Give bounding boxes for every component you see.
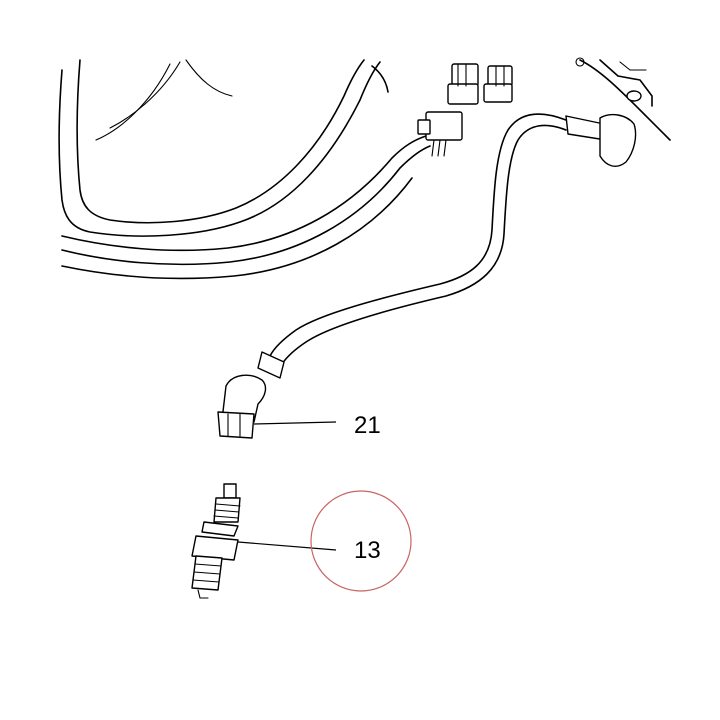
engine-bracket [575, 57, 671, 141]
leader-line-21 [253, 421, 337, 425]
leader-line-13 [237, 541, 337, 551]
highlight-circle [310, 490, 412, 592]
spark-plug-cap [217, 351, 285, 439]
spark-plug [191, 483, 241, 599]
wiring-harness [58, 59, 431, 280]
ignition-lead [269, 113, 637, 365]
callout-label-13: 13 [354, 537, 381, 564]
callout-label-21: 21 [354, 412, 381, 439]
harness-connectors [417, 63, 513, 157]
